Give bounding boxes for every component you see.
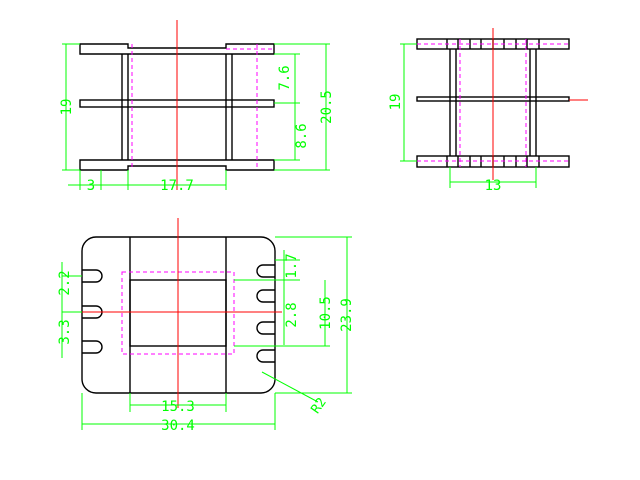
dim-label-3: 3 <box>87 178 95 194</box>
dim-label-side-19: 19 <box>388 94 404 111</box>
side-view: 19 13 <box>388 28 588 194</box>
dim-label-17-7: 17.7 <box>160 178 194 194</box>
dim-label-15-3: 15.3 <box>161 399 195 415</box>
front-bottom-flange <box>79 159 275 171</box>
dim-label-7-6: 7.6 <box>277 65 293 90</box>
dim-label-side-13: 13 <box>485 178 502 194</box>
front-view: 19 20.5 7.6 8.6 3 17.7 <box>59 20 335 194</box>
dim-label-8-6: 8.6 <box>294 123 310 148</box>
top-view: 2.2 3.3 1.7 2.8 10.5 23.9 15.3 30.4 R2 <box>57 218 355 434</box>
top-right-pin-slots <box>256 264 275 363</box>
dim-label-23-9: 23.9 <box>339 298 355 332</box>
dim-label-2-8: 2.8 <box>284 302 300 327</box>
r2-leader <box>261 371 319 403</box>
dim-label-19: 19 <box>59 99 75 116</box>
dim-label-3-3: 3.3 <box>57 319 73 344</box>
dim-label-20-5: 20.5 <box>319 90 335 124</box>
dim-label-30-4: 30.4 <box>161 418 195 434</box>
front-top-flange <box>79 43 275 55</box>
dim-label-2-2: 2.2 <box>57 270 73 295</box>
dim-label-10-5: 10.5 <box>318 296 334 330</box>
dim-label-1-7: 1.7 <box>284 253 300 278</box>
dim-label-r2: R2 <box>308 395 329 416</box>
